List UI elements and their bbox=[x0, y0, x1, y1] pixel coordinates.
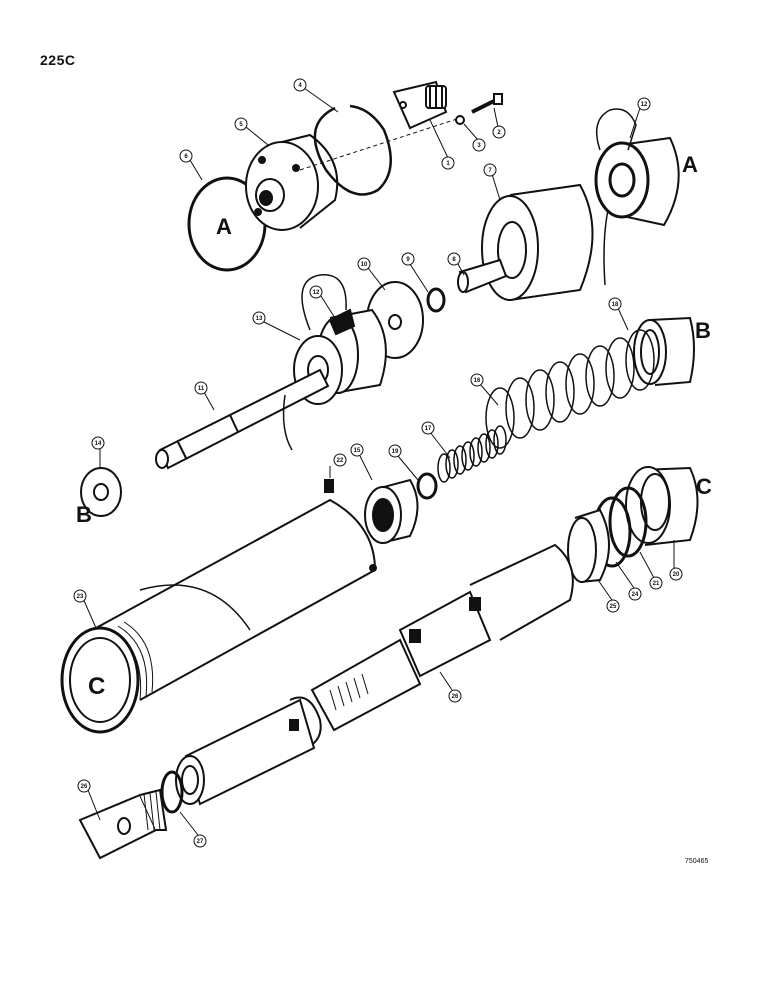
part-4-snap-ring bbox=[313, 104, 392, 196]
callout-4: 4 bbox=[293, 78, 307, 92]
svg-text:23: 23 bbox=[77, 594, 84, 600]
svg-text:15: 15 bbox=[354, 448, 361, 454]
svg-text:27: 27 bbox=[197, 839, 204, 845]
callout-9: 9 bbox=[401, 252, 415, 266]
svg-text:10: 10 bbox=[361, 262, 368, 268]
svg-text:16: 16 bbox=[474, 378, 481, 384]
callout-23: 23 bbox=[73, 589, 87, 603]
callout-1: 1 bbox=[441, 156, 455, 170]
part-26-spool-assembly bbox=[175, 543, 574, 806]
callout-15: 15 bbox=[350, 443, 364, 457]
callout-25: 25 bbox=[606, 599, 620, 613]
svg-text:20: 20 bbox=[673, 572, 680, 578]
svg-text:21: 21 bbox=[653, 581, 660, 587]
svg-text:1: 1 bbox=[446, 161, 450, 167]
callout-8: 8 bbox=[447, 252, 461, 266]
callout-14: 14 bbox=[91, 436, 105, 450]
callout-13: 13 bbox=[252, 311, 266, 325]
callout-12-lower: 12 bbox=[309, 285, 323, 299]
svg-text:25: 25 bbox=[610, 604, 617, 610]
callout-10: 10 bbox=[357, 257, 371, 271]
part-9-ring bbox=[426, 287, 446, 313]
svg-text:9: 9 bbox=[406, 257, 410, 263]
callout-26-spool: 26 bbox=[448, 689, 462, 703]
svg-text:22: 22 bbox=[337, 458, 344, 464]
svg-text:18: 18 bbox=[612, 302, 619, 308]
callout-2: 2 bbox=[492, 125, 506, 139]
callout-6: 6 bbox=[179, 149, 193, 163]
part-11-shaft bbox=[155, 368, 330, 470]
svg-text:26: 26 bbox=[452, 694, 459, 700]
callout-3: 3 bbox=[472, 138, 486, 152]
part-16-spring-large bbox=[485, 329, 655, 449]
callout-21: 21 bbox=[649, 576, 663, 590]
part-3-washer bbox=[455, 115, 465, 125]
part-5-end-cap bbox=[245, 133, 339, 231]
section-mark-c-left: C bbox=[88, 673, 105, 700]
svg-text:6: 6 bbox=[184, 154, 188, 160]
section-mark-b-left: B bbox=[76, 502, 92, 527]
svg-text:3: 3 bbox=[477, 143, 481, 149]
svg-text:17: 17 bbox=[425, 426, 432, 432]
svg-text:12: 12 bbox=[313, 290, 320, 296]
section-mark-a-left: A bbox=[216, 214, 232, 239]
svg-text:26: 26 bbox=[81, 784, 88, 790]
section-mark-c-right: C bbox=[696, 474, 712, 499]
callout-11: 11 bbox=[194, 381, 208, 395]
callout-19: 19 bbox=[388, 444, 402, 458]
part-21-o-ring bbox=[608, 486, 648, 558]
part-25-gland bbox=[567, 508, 610, 583]
part-2-bolt bbox=[471, 93, 503, 114]
part-19-ring bbox=[416, 472, 438, 500]
callout-24: 24 bbox=[628, 587, 642, 601]
part-14-washer bbox=[80, 467, 122, 517]
callout-12-upper: 12 bbox=[637, 97, 651, 111]
callout-17: 17 bbox=[421, 421, 435, 435]
part-28-clevis bbox=[78, 788, 168, 860]
svg-text:24: 24 bbox=[632, 592, 639, 598]
svg-text:7: 7 bbox=[488, 168, 492, 174]
svg-text:2: 2 bbox=[497, 130, 501, 136]
part-7-housing bbox=[481, 183, 594, 301]
callout-20: 20 bbox=[669, 567, 683, 581]
svg-text:11: 11 bbox=[198, 386, 205, 392]
svg-text:13: 13 bbox=[256, 316, 263, 322]
svg-text:4: 4 bbox=[298, 83, 302, 89]
part-18-spring-cap bbox=[633, 316, 695, 386]
callout-7: 7 bbox=[483, 163, 497, 177]
callout-18: 18 bbox=[608, 297, 622, 311]
callout-22: 22 bbox=[333, 453, 347, 467]
part-15-seal-cup bbox=[364, 478, 419, 544]
page-code: 225C bbox=[40, 52, 76, 68]
callout-5: 5 bbox=[234, 117, 248, 131]
part-8-pin bbox=[457, 258, 508, 294]
callout-27: 27 bbox=[193, 834, 207, 848]
section-mark-b-right: B bbox=[695, 318, 711, 343]
section-mark-a-right: A bbox=[682, 152, 698, 177]
callout-16: 16 bbox=[470, 373, 484, 387]
svg-text:8: 8 bbox=[452, 257, 456, 263]
svg-text:19: 19 bbox=[392, 449, 399, 455]
document-number: 750465 bbox=[685, 858, 709, 865]
part-17-spring-small bbox=[437, 425, 507, 483]
callout-26-clevis: 26 bbox=[77, 779, 91, 793]
part-27-o-ring bbox=[160, 770, 184, 814]
svg-text:5: 5 bbox=[239, 122, 243, 128]
part-20-end-cap bbox=[625, 466, 699, 546]
svg-text:12: 12 bbox=[641, 102, 648, 108]
svg-text:14: 14 bbox=[95, 441, 102, 447]
part-1-flange-fitting bbox=[392, 80, 448, 130]
part-23-cylinder-body bbox=[60, 498, 377, 734]
leader-lines bbox=[81, 87, 675, 836]
part-12-coil-upper bbox=[594, 108, 680, 286]
